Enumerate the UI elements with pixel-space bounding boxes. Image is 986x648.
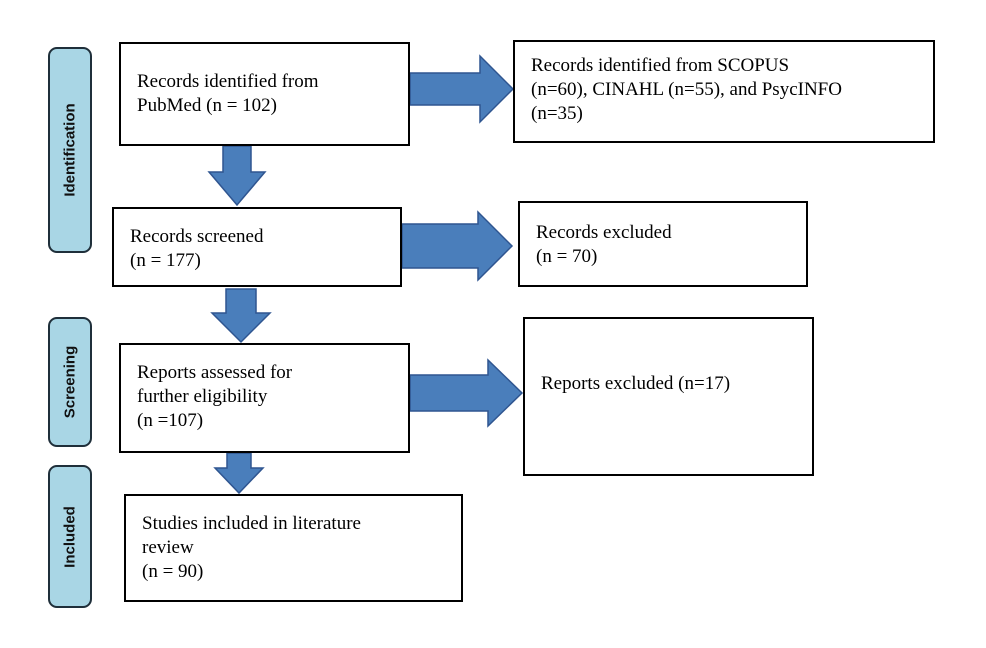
box-records-excluded: Records excluded (n = 70) (518, 201, 808, 287)
arrow-pubmed-to-other (409, 54, 515, 124)
box-records-screened: Records screened (n = 177) (112, 207, 402, 287)
box-reports-assessed: Reports assessed for further eligibility… (119, 343, 410, 453)
phase-identification: Identification (48, 47, 92, 253)
box-excluded-records-text: Records excluded (n = 70) (536, 222, 672, 267)
box-screened-text: Records screened (n = 177) (130, 226, 264, 271)
box-pubmed-records: Records identified from PubMed (n = 102) (119, 42, 410, 146)
arrow-pubmed-to-screened (207, 145, 267, 207)
box-reports-excluded: Reports excluded (n=17) (523, 317, 814, 476)
box-included-text: Studies included in literature review (n… (142, 513, 361, 582)
arrow-screened-to-assessed (210, 288, 272, 344)
box-assessed-text: Reports assessed for further eligibility… (137, 362, 293, 431)
phase-included: Included (48, 465, 92, 608)
box-excluded-reports-text: Reports excluded (n=17) (541, 373, 731, 394)
box-pubmed-text: Records identified from PubMed (n = 102) (137, 71, 319, 116)
arrow-screened-to-excluded (401, 210, 514, 282)
box-studies-included: Studies included in literature review (n… (124, 494, 463, 602)
arrow-assessed-to-excluded (409, 358, 524, 428)
phase-screening: Screening (48, 317, 92, 447)
box-other-sources-text: Records identified from SCOPUS (n=60), C… (531, 55, 842, 124)
box-other-sources-records: Records identified from SCOPUS (n=60), C… (513, 40, 935, 143)
arrow-assessed-to-included (213, 452, 265, 495)
